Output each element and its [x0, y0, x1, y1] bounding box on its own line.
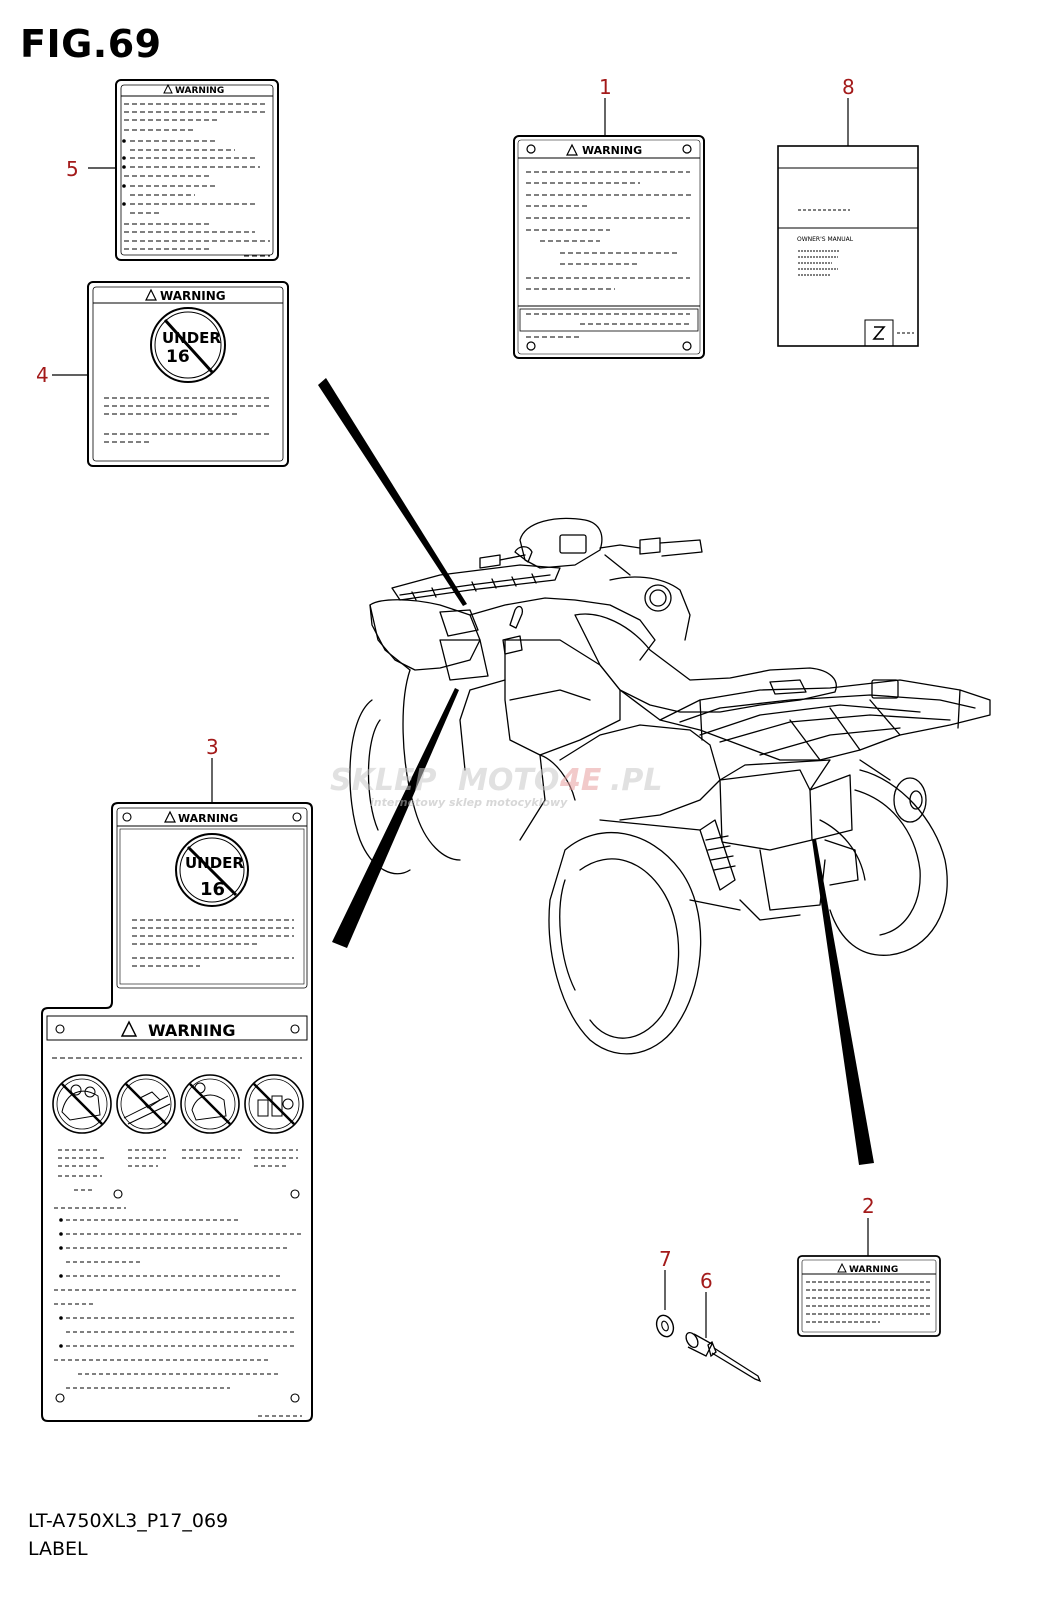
warning-triangle-icon [145, 288, 157, 301]
no-paved-road-icon [116, 1074, 176, 1134]
label-1-warning-sticker: WARNING [513, 135, 705, 359]
label-3-warning-text: WARNING [178, 812, 238, 825]
atv-illustration [349, 517, 991, 1055]
warning-triangle-icon [120, 1020, 138, 1037]
label-4-under-text: UNDER [162, 329, 221, 347]
label-2-warning-text: WARNING [849, 1265, 898, 1275]
label-1-warning-text: WARNING [582, 144, 642, 157]
warning-triangle-icon [837, 1262, 847, 1273]
watermark-brand-c: 4E [559, 763, 602, 798]
washer-part [655, 1314, 675, 1338]
warning-triangle-icon [163, 83, 173, 94]
no-passenger-icon [52, 1074, 112, 1134]
no-alcohol-icon [180, 1074, 240, 1134]
callout-2: 2 [862, 1194, 875, 1218]
watermark-tagline: internetowy sklep motocyklowy [370, 796, 568, 809]
label-4-warning-sticker: WARNING UNDER 16 [87, 281, 289, 467]
callout-8: 8 [842, 75, 855, 99]
figure-title: FIG.69 [20, 22, 162, 66]
no-drugs-icon [244, 1074, 304, 1134]
rivet-part [685, 1331, 762, 1383]
callout-6: 6 [700, 1269, 713, 1293]
label-3-age-text: 16 [200, 879, 225, 900]
leader-line-4 [318, 378, 467, 606]
watermark-brand-a: SKLEP [330, 763, 436, 798]
watermark-brand-b: MOTO [458, 763, 559, 798]
label-5-warning-sticker: WARNING [115, 79, 279, 261]
label-4-age-text: 16 [166, 347, 190, 367]
leader-line-2 [812, 839, 874, 1165]
leader-line-3 [332, 688, 459, 948]
no-under-16-icon: UNDER 16 [175, 833, 249, 907]
label-2-warning-sticker: WARNING [797, 1255, 941, 1337]
label-5-warning-text: WARNING [175, 86, 224, 96]
no-under-16-icon: UNDER 16 [150, 307, 226, 383]
label-8-manual-title: OWNER'S MANUAL [797, 236, 854, 243]
figure-name: LABEL [28, 1538, 88, 1560]
figure-code: LT-A750XL3_P17_069 [28, 1510, 229, 1532]
callout-1: 1 [599, 75, 612, 99]
callout-4: 4 [36, 363, 49, 387]
callout-7: 7 [659, 1247, 672, 1271]
callout-3: 3 [206, 735, 219, 759]
watermark: SKLEP MOTO 4E .PL internetowy sklep moto… [330, 763, 663, 809]
label-3-warning-text-lower: WARNING [148, 1021, 236, 1040]
brand-logo-icon [872, 326, 886, 340]
label-8-owners-manual: OWNER'S MANUAL [777, 145, 919, 347]
warning-triangle-icon [566, 143, 578, 156]
warning-triangle-icon [164, 810, 176, 823]
label-3-warning-sticker: WARNING UNDER 16 WARNING [41, 802, 313, 1422]
watermark-brand-d: .PL [610, 763, 663, 798]
label-4-warning-text: WARNING [160, 289, 226, 303]
label-3-under-text: UNDER [185, 854, 244, 872]
callout-5: 5 [66, 157, 79, 181]
